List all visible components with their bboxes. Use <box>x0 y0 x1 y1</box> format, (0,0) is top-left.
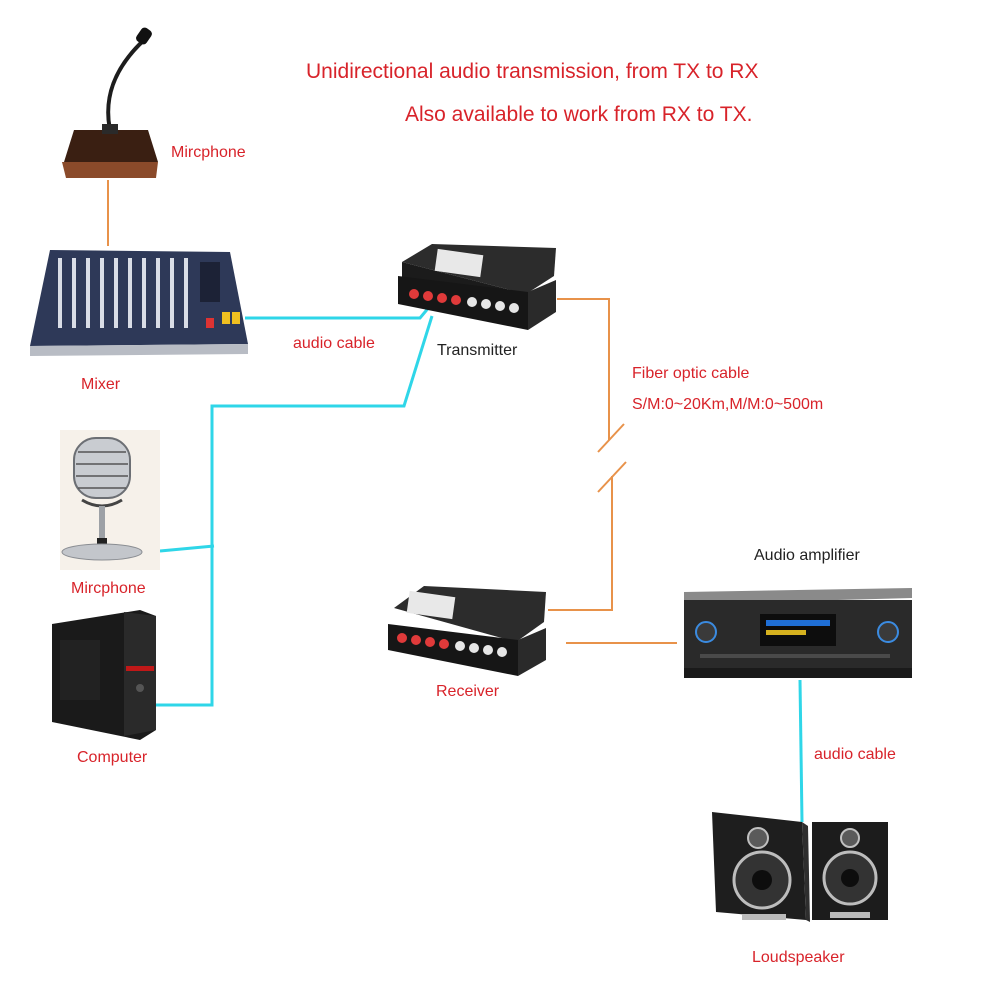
loudspeaker-pair <box>712 812 888 922</box>
mixer <box>30 250 248 356</box>
audio-cable-mixer-to-transmitter <box>245 305 432 320</box>
audio-cable-sources-to-transmitter <box>155 315 434 707</box>
label-audio-cable-top: audio cable <box>293 335 375 352</box>
label-loudspeaker: Loudspeaker <box>752 949 845 966</box>
label-computer: Computer <box>77 749 148 766</box>
label-fiber-optic-cable: Fiber optic cable <box>632 365 750 382</box>
label-stand-microphone: Mircphone <box>71 580 146 597</box>
label-mixer: Mixer <box>81 376 121 393</box>
label-desk-microphone: Mircphone <box>171 144 246 161</box>
stand-microphone <box>60 430 160 570</box>
label-fiber-spec: S/M:0~20Km,M/M:0~500m <box>632 396 824 413</box>
computer <box>52 610 156 740</box>
audio-amplifier <box>684 588 912 678</box>
label-transmitter: Transmitter <box>437 342 518 359</box>
headline-bidirectional: Also available to work from RX to TX. <box>405 103 753 126</box>
desk-microphone <box>62 27 158 178</box>
transmitter <box>398 244 556 330</box>
label-receiver: Receiver <box>436 683 500 700</box>
headline-unidirectional: Unidirectional audio transmission, from … <box>306 60 759 83</box>
receiver <box>388 586 546 676</box>
label-audio-amplifier: Audio amplifier <box>754 547 860 564</box>
fiber-optic-cable <box>548 298 627 611</box>
label-audio-cable-bottom: audio cable <box>814 746 896 763</box>
audio-cable-amplifier-to-speakers <box>798 679 804 823</box>
